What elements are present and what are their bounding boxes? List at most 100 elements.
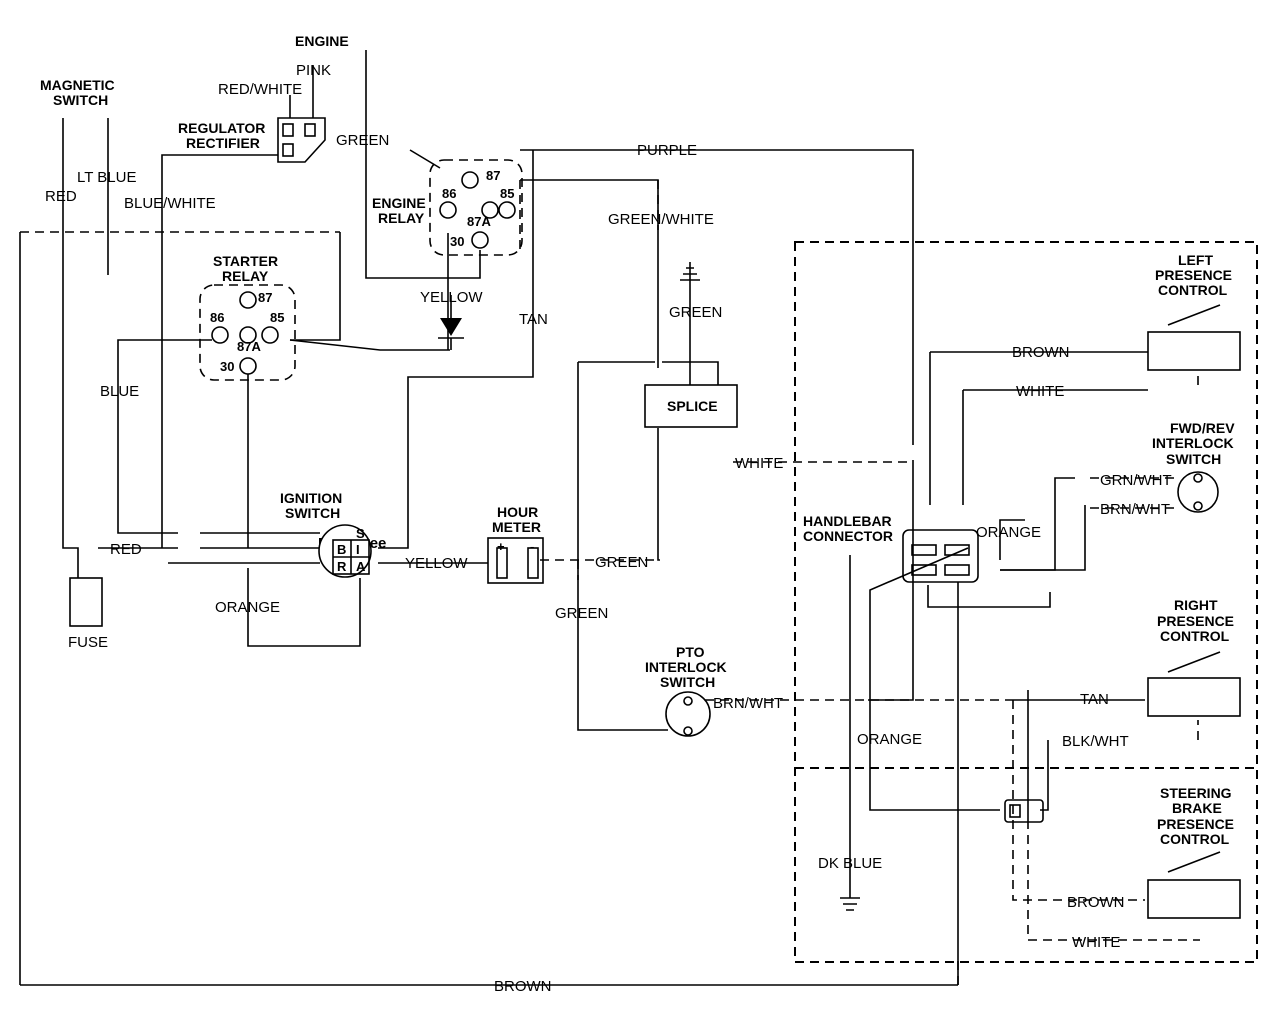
magnetic-switch-label-2: SWITCH: [53, 92, 108, 108]
brake-connector: [1004, 799, 1044, 823]
fwd-rev-label: FWD/REV: [1170, 420, 1235, 436]
ground-icon: [680, 262, 700, 281]
regulator-label: REGULATOR: [178, 120, 265, 136]
fwd-rev-label-3: SWITCH: [1166, 451, 1221, 467]
engine-relay-pin-87: 87: [486, 168, 500, 183]
right-presence-label-3: CONTROL: [1160, 628, 1230, 644]
wire-label: BROWN: [494, 978, 552, 995]
engine-relay-pin-87a: 87A: [467, 214, 491, 229]
wire-label: GREEN/WHITE: [608, 211, 714, 228]
splice-label: SPLICE: [667, 398, 718, 414]
right-presence-control: [1147, 677, 1241, 717]
wire-label: WHITE: [1016, 383, 1064, 400]
rectifier-label: RECTIFIER: [186, 135, 260, 151]
engine-relay-label: ENGINE: [372, 195, 426, 211]
fwd-rev-interlock-switch: [1177, 471, 1219, 513]
wire-label: RED: [110, 541, 142, 558]
starter-relay-label: STARTER: [213, 253, 278, 269]
steering-brake-label-3: PRESENCE: [1157, 816, 1234, 832]
left-presence-control: [1147, 331, 1241, 371]
pto-label-3: SWITCH: [660, 674, 715, 690]
hour-meter: [487, 537, 544, 584]
handlebar-region: [794, 241, 1258, 963]
wire-label: RED/WHITE: [218, 81, 302, 98]
steering-brake-label-4: CONTROL: [1160, 831, 1230, 847]
starter-relay-pin-87: 87: [258, 290, 272, 305]
wires: [19, 50, 1221, 986]
magnetic-switch-label: MAGNETIC: [40, 77, 115, 93]
wire-label: DK BLUE: [818, 855, 882, 872]
wire-label: PURPLE: [637, 142, 697, 159]
pto-label: PTO: [676, 644, 705, 660]
left-presence-label-2: PRESENCE: [1155, 267, 1232, 283]
wire-label: GREEN: [336, 132, 389, 149]
component-labels: MAGNETIC SWITCH ENGINE REGULATOR RECTIFI…: [40, 33, 1235, 847]
engine-relay-pin-30: 30: [450, 234, 464, 249]
wire-label: GRN/WHT: [1100, 472, 1172, 489]
starter-relay-pin-87a: 87A: [237, 339, 261, 354]
wire-label: PINK: [296, 62, 331, 79]
left-presence-label: LEFT: [1178, 252, 1213, 268]
starter-relay: [199, 284, 296, 381]
wire-label: BROWN: [1012, 344, 1070, 361]
wire-label: WHITE: [1072, 934, 1120, 951]
starter-relay-label-2: RELAY: [222, 268, 269, 284]
wire-label: GREEN: [595, 554, 648, 571]
ignition-switch-label-2: SWITCH: [285, 505, 340, 521]
ignition-terminal-a: A: [356, 559, 366, 574]
diode-icon: [438, 295, 464, 350]
ignition-terminal-r: R: [337, 559, 347, 574]
fwd-rev-label-2: INTERLOCK: [1152, 435, 1234, 451]
wire-label: BLK/WHT: [1062, 733, 1129, 750]
regulator-rectifier: [277, 117, 326, 163]
ignition-switch: [318, 524, 372, 578]
wire-labels: RED/WHITE PINK GREEN LT BLUE RED BLUE/WH…: [45, 62, 1172, 995]
starter-relay-pin-85: 85: [270, 310, 284, 325]
wire-label: BRN/WHT: [1100, 501, 1170, 518]
wire-label: TAN: [1080, 691, 1109, 708]
wire-label: ORANGE: [857, 731, 922, 748]
hour-meter-label-2: METER: [492, 519, 541, 535]
pto-label-2: INTERLOCK: [645, 659, 727, 675]
ignition-terminal-b: B: [337, 542, 346, 557]
wire-label: BROWN: [1067, 894, 1125, 911]
left-presence-label-3: CONTROL: [1158, 282, 1228, 298]
right-presence-label: RIGHT: [1174, 597, 1218, 613]
starter-relay-pin-30: 30: [220, 359, 234, 374]
engine-relay-pin-85: 85: [500, 186, 514, 201]
wire-label: WHITE: [735, 455, 783, 472]
splice: [644, 384, 738, 428]
wire-label: YELLOW: [405, 555, 468, 572]
wire-label: GREEN: [669, 304, 722, 321]
wire-label: ORANGE: [215, 599, 280, 616]
ignition-terminal-s: S: [356, 526, 365, 541]
meter-terminal-plus: +: [497, 539, 505, 554]
dashed-wires: [20, 180, 1200, 985]
handlebar-connector-label-2: CONNECTOR: [803, 528, 893, 544]
handlebar-connector-label: HANDLEBAR: [803, 513, 892, 529]
wire-label: TAN: [519, 311, 548, 328]
right-presence-label-2: PRESENCE: [1157, 613, 1234, 629]
ground-icon: [840, 890, 860, 911]
engine-label: ENGINE: [295, 33, 349, 49]
wire-label: YELLOW: [420, 289, 483, 306]
wire-label: BLUE/WHITE: [124, 195, 216, 212]
steering-brake-presence-control: [1147, 879, 1241, 919]
ignition-terminal-i: I: [356, 542, 360, 557]
handlebar-connector: [902, 529, 979, 583]
engine-relay: [429, 159, 523, 256]
fuse-label: FUSE: [68, 634, 108, 651]
wire-label: BLUE: [100, 383, 139, 400]
fuse: [69, 577, 103, 627]
wire-label: ORANGE: [976, 524, 1041, 541]
starter-relay-pin-86: 86: [210, 310, 224, 325]
wire-label: LT BLUE: [77, 169, 136, 186]
wire-label: RED: [45, 188, 77, 205]
wire-label: BRN/WHT: [713, 695, 783, 712]
engine-relay-pin-86: 86: [442, 186, 456, 201]
pto-interlock-switch: [665, 691, 711, 737]
wire-label: GREEN: [555, 605, 608, 622]
hour-meter-label: HOUR: [497, 504, 538, 520]
meter-terminal-minus: -: [530, 539, 534, 554]
